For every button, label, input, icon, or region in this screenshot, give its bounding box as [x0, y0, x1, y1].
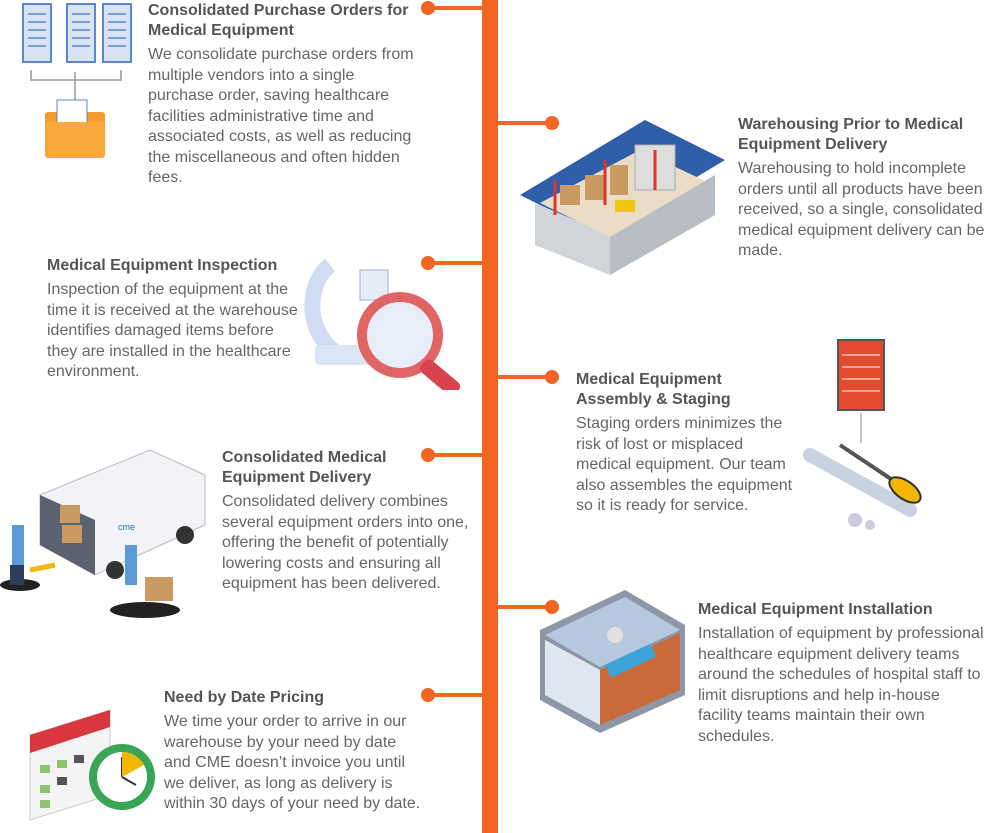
connector: [496, 375, 554, 379]
delivery-van-icon: cme: [0, 449, 206, 618]
item-title: Warehousing Prior to Medical Equipment D…: [738, 116, 964, 153]
item-body: Installation of equipment by professiona…: [698, 625, 984, 745]
connector: [496, 605, 554, 609]
item-title: Consolidated Medical Equipment Delivery: [222, 449, 387, 486]
timeline-dot: [545, 370, 559, 384]
timeline-dot: [545, 600, 559, 614]
timeline-dot: [421, 688, 435, 702]
timeline-dot: [545, 116, 559, 130]
warehouse-icon: [520, 120, 725, 275]
operating-room-icon: [540, 590, 685, 733]
item-body: Consolidated delivery combines several e…: [222, 493, 469, 592]
connector: [496, 121, 554, 125]
calendar-clock-icon: [29, 709, 155, 821]
item-title: Medical Equipment Installation: [698, 601, 933, 618]
tools-icon: [803, 339, 922, 530]
item-body: We consolidate purchase orders from mult…: [148, 46, 414, 186]
item-assembly-staging: Medical Equipment Assembly & Staging Sta…: [576, 370, 796, 517]
item-title: Consolidated Purchase Orders for Medical…: [148, 2, 409, 39]
item-body: Warehousing to hold incomplete orders un…: [738, 160, 985, 259]
connector: [432, 6, 484, 10]
item-body: Staging orders minimizes the risk of los…: [576, 415, 793, 514]
item-title: Medical Equipment Inspection: [47, 257, 278, 274]
item-body: Inspection of the equipment at the time …: [47, 281, 298, 380]
timeline-dot: [421, 256, 435, 270]
item-warehousing: Warehousing Prior to Medical Equipment D…: [738, 115, 1000, 262]
item-need-by-date: Need by Date Pricing We time your order …: [164, 688, 424, 815]
timeline-spine: [482, 0, 498, 833]
magnifier-icon: [304, 258, 461, 390]
item-inspection: Medical Equipment Inspection Inspection …: [47, 256, 307, 383]
timeline-dot: [421, 448, 435, 462]
van-logo: cme: [118, 522, 135, 532]
item-consolidated-delivery: Consolidated Medical Equipment Delivery …: [222, 448, 472, 595]
documents-folder-icon: [22, 3, 132, 158]
item-body: We time your order to arrive in our ware…: [164, 713, 421, 812]
timeline-dot: [421, 1, 435, 15]
item-installation: Medical Equipment Installation Installat…: [698, 600, 988, 747]
connector: [432, 693, 484, 697]
connector: [432, 453, 484, 457]
connector: [432, 261, 484, 265]
item-title: Medical Equipment Assembly & Staging: [576, 371, 731, 408]
item-purchase-orders: Consolidated Purchase Orders for Medical…: [148, 1, 418, 189]
item-title: Need by Date Pricing: [164, 689, 325, 706]
